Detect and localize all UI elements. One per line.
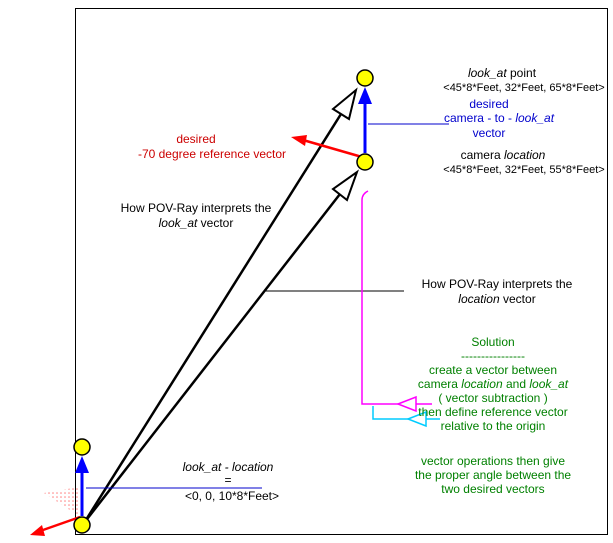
interpret-look-at-label-1: How POV-Ray interprets the: [121, 201, 272, 215]
desired-camera-arrowhead-icon: [358, 87, 372, 104]
desired-camera-label-1: desired: [469, 97, 508, 111]
desired-reference-label-1: desired: [176, 132, 215, 146]
look-at-coords-label: <45*8*Feet, 32*Feet, 65*8*Feet>: [443, 82, 604, 94]
solution-line-7: the proper angle between the: [415, 468, 571, 482]
difference-label-1: look_at - location: [183, 460, 274, 474]
camera-location-label: camera location: [461, 148, 546, 162]
angle-stipple-wedge: [44, 487, 79, 516]
desired-camera-label-3: vector: [473, 126, 506, 140]
origin-point-marker: [73, 516, 91, 534]
solution-line-1: create a vector between: [429, 363, 557, 377]
interpreted-look-at-arrowhead-icon: [331, 87, 358, 121]
desired-camera-label-2: camera - to - look_at: [444, 111, 555, 125]
solution-title: Solution: [471, 335, 514, 349]
look-at-point-marker: [356, 69, 374, 87]
solution-line-8: two desired vectors: [441, 482, 544, 496]
solution-line-6: vector operations then give: [421, 454, 565, 468]
magenta-arrowhead-icon: [395, 395, 417, 413]
origin-reference-vector-line: [42, 515, 81, 532]
cyan-arrowhead-icon: [405, 410, 427, 428]
interpreted-location-vector-line: [83, 193, 341, 524]
solution-line-2: camera location and look_at: [418, 377, 569, 391]
translated-camera-vector-path: [361, 190, 432, 405]
look-at-point-label: look_at point: [468, 66, 537, 80]
interpreted-location-arrowhead-icon: [331, 169, 360, 202]
interpret-look-at-label-2: look_at vector: [159, 216, 234, 230]
origin-reference-arrowhead-icon: [30, 525, 45, 536]
solution-line-4: then define reference vector: [418, 405, 567, 419]
desired-reference-arrowhead-icon: [291, 135, 307, 146]
desired-reference-vector-line: [302, 138, 363, 159]
difference-label-3: <0, 0, 10*8*Feet>: [185, 489, 279, 503]
camera-location-point-marker: [356, 153, 374, 171]
solution-line-5: relative to the origin: [441, 419, 546, 433]
desired-reference-label-2: -70 degree reference vector: [138, 147, 286, 161]
origin-up-arrowhead-icon: [75, 456, 89, 473]
solution-line-3: ( vector subtraction ): [438, 391, 547, 405]
interpret-location-label-1: How POV-Ray interprets the: [422, 277, 573, 291]
interpret-location-label-2: location vector: [458, 292, 535, 306]
difference-label-2: =: [224, 473, 231, 487]
interpreted-look-at-vector-line: [82, 113, 343, 524]
diagram-border: [75, 8, 608, 535]
origin-upper-point-marker: [73, 438, 91, 456]
solution-divider: ----------------: [461, 349, 525, 363]
camera-location-coords-label: <45*8*Feet, 32*Feet, 55*8*Feet>: [443, 164, 604, 176]
